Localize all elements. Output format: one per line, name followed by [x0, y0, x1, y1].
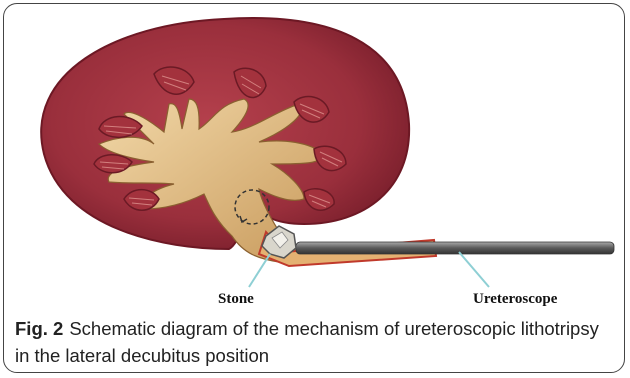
caption-text: Schematic diagram of the mechanism of ur…: [15, 318, 599, 366]
ureteroscope-leader-line: [459, 252, 489, 287]
kidney-diagram: [4, 4, 625, 309]
stone-label: Stone: [218, 291, 254, 308]
ureteroscope-shaft: [296, 242, 614, 254]
ureteroscope-label: Ureteroscope: [473, 291, 557, 308]
stone-leader-line: [249, 254, 270, 287]
figure-number: Fig. 2: [15, 318, 63, 339]
